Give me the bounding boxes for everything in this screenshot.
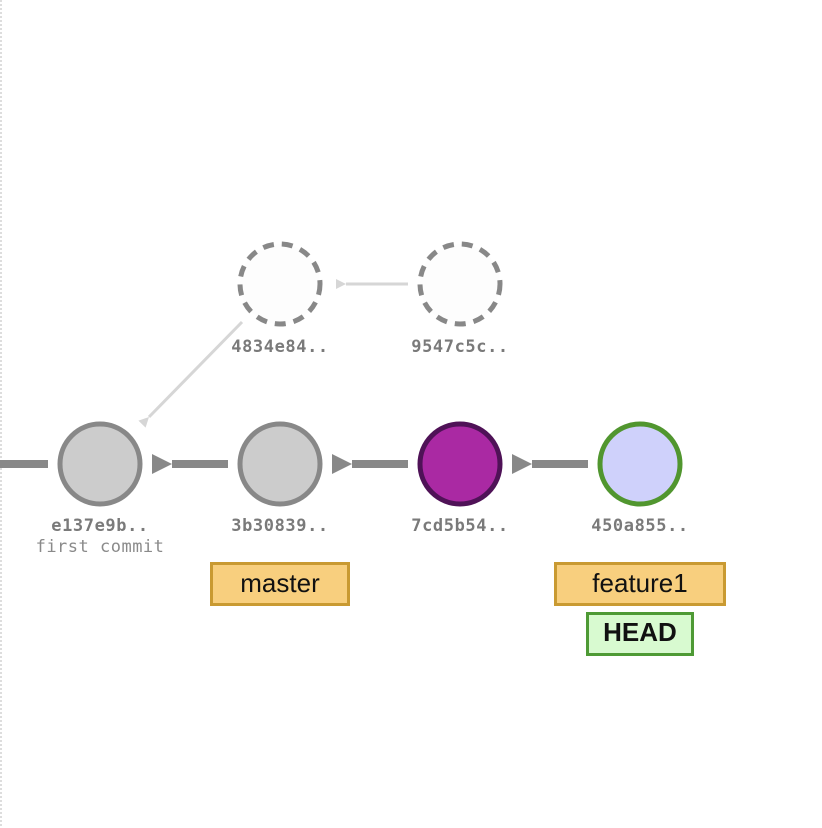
- head-box: [586, 612, 694, 656]
- branch-box-master: [210, 562, 350, 606]
- commit-message-e137e9b: first commit: [36, 537, 165, 557]
- edge-4834e84-to-e137e9b: [138, 320, 244, 428]
- branch-name-master: master: [240, 568, 320, 598]
- commit-node-7cd5b54[interactable]: [417, 421, 503, 507]
- commit-node-3b30839[interactable]: [237, 421, 323, 507]
- branch-box-feature1: [554, 562, 726, 606]
- head-text: HEAD: [603, 617, 677, 647]
- commit-hash-3b30839: 3b30839..: [231, 516, 329, 536]
- commit-hash-450a855: 450a855..: [591, 516, 689, 536]
- commit-hash-e137e9b: e137e9b..: [51, 516, 149, 536]
- commit-node-450a855[interactable]: [597, 421, 683, 507]
- branch-label-master[interactable]: master: [210, 562, 350, 606]
- commit-node-e137e9b[interactable]: [57, 421, 143, 507]
- commit-hash-4834e84: 4834e84..: [231, 337, 329, 357]
- branch-name-feature1: feature1: [592, 568, 687, 598]
- commit-hash-9547c5c: 9547c5c..: [411, 337, 509, 357]
- commit-hash-7cd5b54: 7cd5b54..: [411, 516, 509, 536]
- commit-node-4834e84-dangling[interactable]: [237, 241, 323, 327]
- branch-label-feature1[interactable]: feature1: [554, 562, 726, 606]
- head-label[interactable]: HEAD: [586, 612, 694, 656]
- commit-node-9547c5c-dangling[interactable]: [417, 241, 503, 327]
